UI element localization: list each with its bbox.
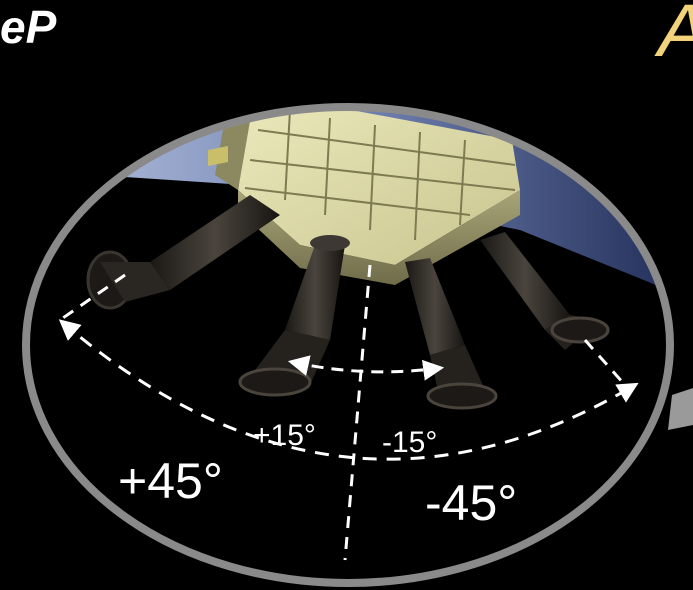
dashed-arc-arrow-icon (287, 355, 445, 381)
plus-45-direction-line (59, 273, 126, 322)
lens-rim (22, 103, 674, 587)
angle-label-minus-45: -45° (425, 475, 517, 531)
angle-label-minus-15: -15° (382, 426, 437, 459)
dashed-arc-arrow-icon (58, 319, 639, 461)
center-axis-line (343, 264, 372, 561)
angle-label-plus-45: +45° (118, 453, 223, 509)
angle-label-plus-15: +15° (253, 419, 316, 452)
header-text-fragment-left: eP (0, 1, 57, 53)
thruster-pod-icon (208, 107, 520, 285)
header-text-fragment-right: A (658, 0, 693, 68)
lens-handle (668, 388, 693, 430)
thruster-nozzle-icon (86, 195, 280, 310)
